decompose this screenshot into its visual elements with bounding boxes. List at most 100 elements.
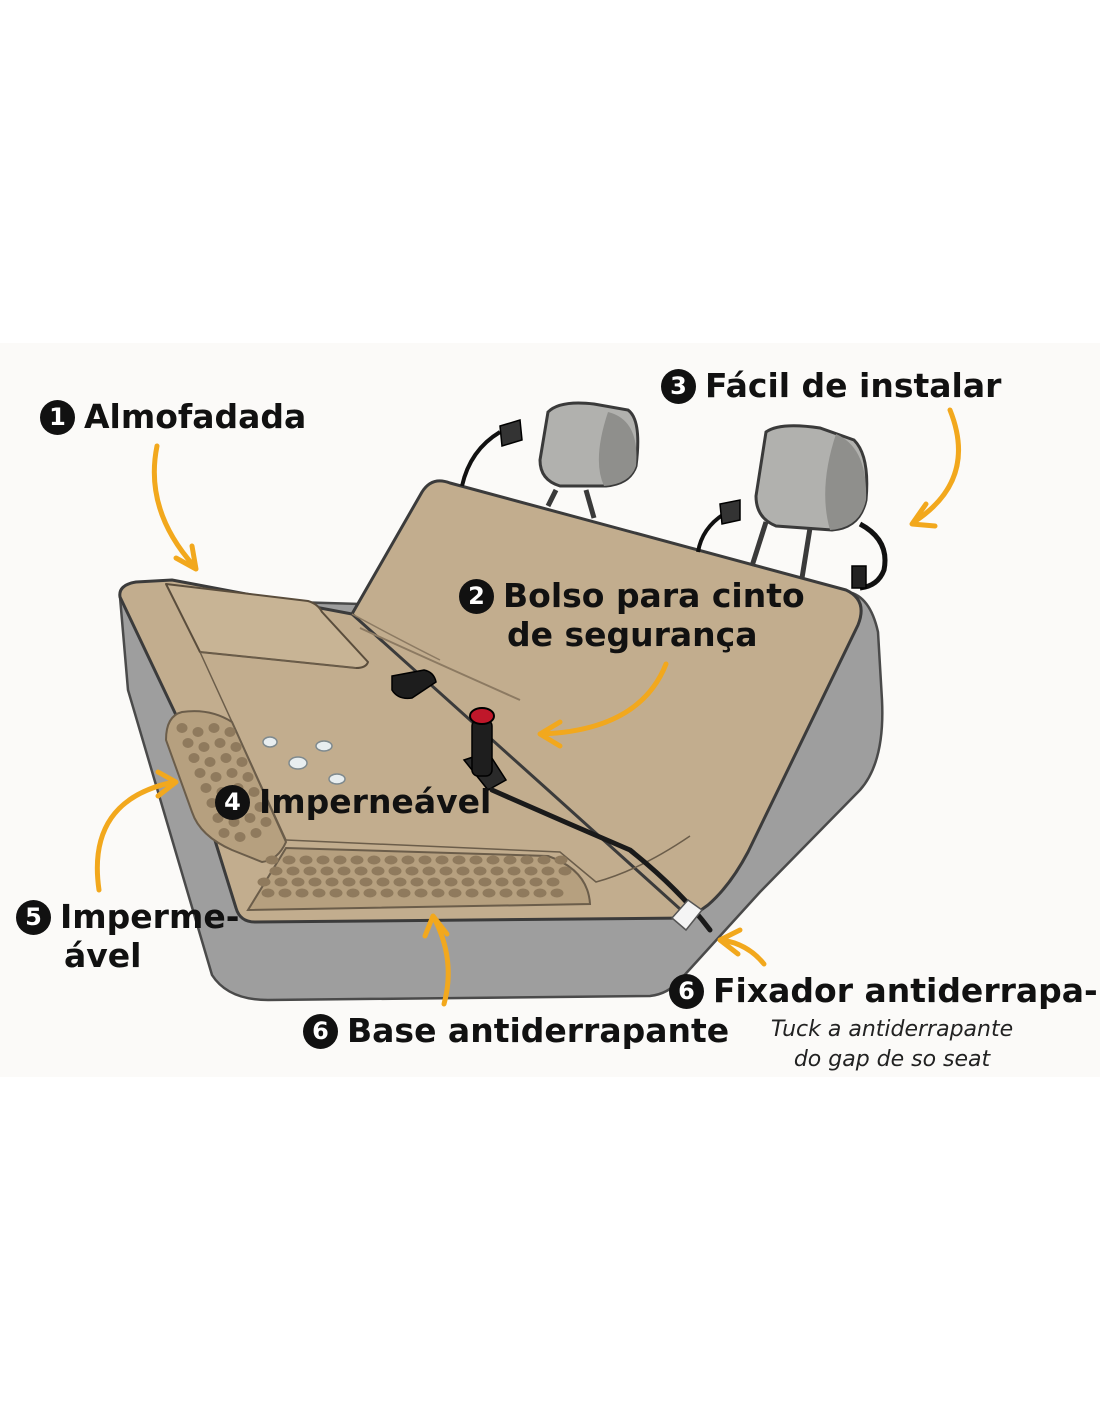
texture-dot — [210, 772, 222, 782]
callout-number-badge: 3 — [661, 369, 696, 404]
texture-dot — [248, 787, 260, 797]
texture-dot — [230, 742, 242, 752]
texture-dot — [541, 866, 555, 876]
texture-dot — [350, 855, 364, 865]
curved-arrow-icon — [719, 937, 767, 967]
texture-dot — [465, 888, 479, 898]
arrow-head-icon — [173, 543, 199, 572]
texture-dot — [274, 877, 288, 887]
texture-dot — [254, 802, 266, 812]
texture-dot — [516, 888, 530, 898]
curved-arrow-icon — [94, 779, 177, 893]
texture-dot — [414, 888, 428, 898]
texture-dot — [452, 855, 466, 865]
texture-dot — [282, 855, 296, 865]
arrow-head-icon — [909, 501, 938, 529]
callout-fixador-note: Tuck a antiderrapante do gap de so seat — [740, 1015, 1044, 1075]
texture-dot — [214, 738, 226, 748]
anchor-clip — [670, 898, 704, 932]
texture-dot — [218, 828, 230, 838]
callout-label-line-1: Bolso para cinto — [503, 576, 805, 615]
texture-dot — [435, 855, 449, 865]
texture-dot — [278, 888, 292, 898]
texture-dot — [495, 877, 509, 887]
callout-note-line-2: do gap de so seat — [793, 1047, 991, 1072]
texture-dot — [558, 866, 572, 876]
curved-arrow-icon — [151, 443, 197, 569]
texture-dot — [236, 757, 248, 767]
texture-dot — [431, 888, 445, 898]
texture-dot — [418, 855, 432, 865]
texture-dot — [401, 855, 415, 865]
texture-dot — [354, 866, 368, 876]
callout-label-line-2: ável — [64, 936, 142, 975]
texture-dot — [250, 828, 262, 838]
texture-dot — [206, 798, 218, 808]
curved-arrow-icon — [911, 407, 961, 525]
texture-dot — [204, 757, 216, 767]
callout-label-line-2: de segurança — [507, 615, 758, 654]
callout-label: Base antiderrapante — [347, 1011, 730, 1050]
texture-dot — [346, 888, 360, 898]
texture-dot — [234, 832, 246, 842]
texture-dot — [427, 877, 441, 887]
texture-dot — [188, 753, 200, 763]
texture-dot — [260, 817, 272, 827]
texture-dot — [367, 855, 381, 865]
texture-dot — [490, 866, 504, 876]
texture-dot — [533, 888, 547, 898]
arrow-head-icon — [422, 913, 450, 939]
texture-dot — [269, 866, 283, 876]
texture-dot — [537, 855, 551, 865]
strap-flap — [391, 669, 437, 700]
texture-dot — [244, 813, 256, 823]
texture-dot — [554, 855, 568, 865]
texture-dot — [397, 888, 411, 898]
texture-dot — [478, 877, 492, 887]
texture-dot — [512, 877, 526, 887]
texture-dot — [371, 866, 385, 876]
texture-dot — [388, 866, 402, 876]
callout-number-badge: 2 — [459, 579, 494, 614]
texture-dot — [316, 855, 330, 865]
texture-dot — [405, 866, 419, 876]
callout-label: Fácil de instalar — [705, 366, 1002, 405]
texture-dot — [182, 738, 194, 748]
texture-dot — [257, 877, 271, 887]
strap-hook-icon — [460, 419, 888, 591]
texture-dot — [200, 783, 212, 793]
texture-dot — [473, 866, 487, 876]
texture-dot — [325, 877, 339, 887]
callout-number-badge: 1 — [40, 400, 75, 435]
headrest-icon — [538, 401, 640, 519]
texture-dot — [242, 772, 254, 782]
texture-dot — [226, 768, 238, 778]
texture-dot — [286, 866, 300, 876]
arrow-head-icon — [717, 927, 743, 957]
texture-dot — [503, 855, 517, 865]
callout-number-badge: 6 — [669, 974, 704, 1009]
texture-dot — [265, 855, 279, 865]
callout-note-line-1: Tuck a antiderrapante — [770, 1017, 1014, 1042]
callout-label-line-1: Imperme- — [60, 897, 240, 936]
seatbelt-buckle-icon — [462, 707, 508, 791]
texture-dot — [261, 888, 275, 898]
texture-dot — [198, 742, 210, 752]
texture-dot — [422, 866, 436, 876]
texture-dot — [482, 888, 496, 898]
callout-label: Imperneável — [259, 782, 492, 821]
texture-dot — [444, 877, 458, 887]
texture-dot — [312, 888, 326, 898]
headrest-icon — [749, 424, 869, 579]
texture-dot — [220, 753, 232, 763]
texture-dot — [194, 768, 206, 778]
texture-dot — [384, 855, 398, 865]
texture-dot — [224, 727, 236, 737]
